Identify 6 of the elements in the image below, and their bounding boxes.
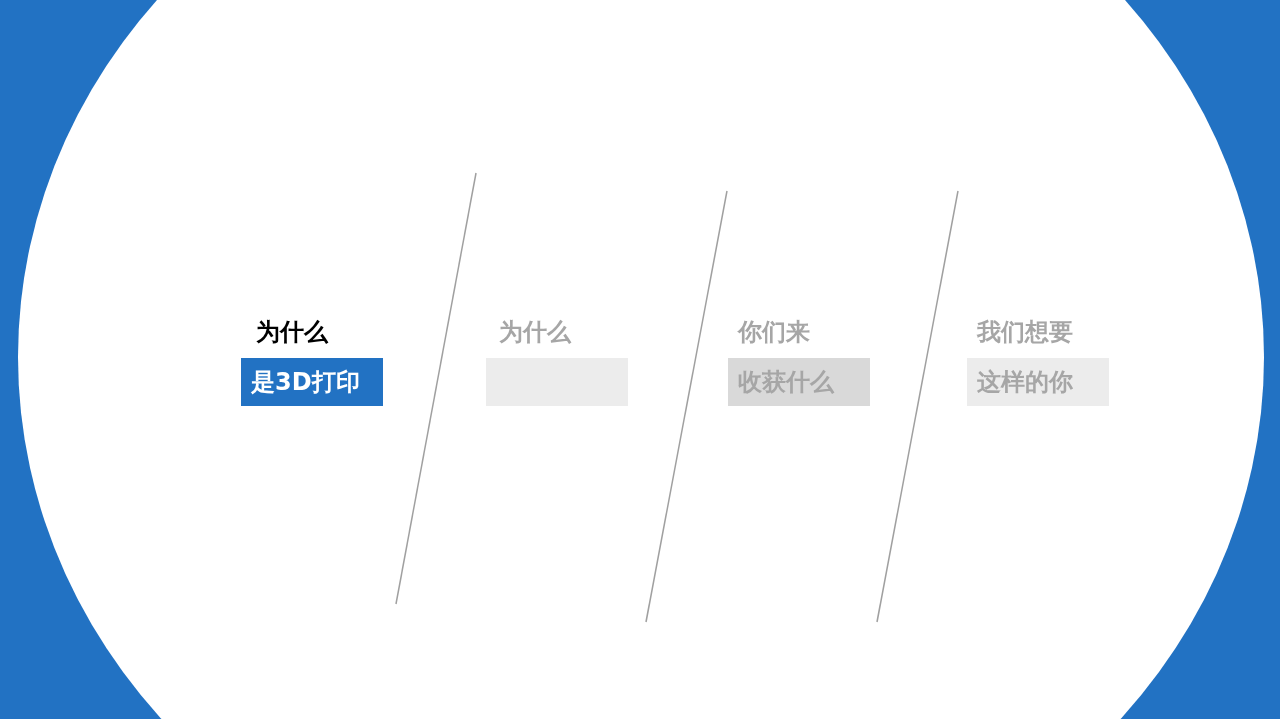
section-heading: 为什么: [256, 317, 328, 347]
section-heading: 你们来: [738, 317, 810, 347]
section-title: 是3D打印: [251, 367, 360, 397]
section-heading: 为什么: [499, 317, 571, 347]
section-title: 这样的你: [977, 367, 1073, 397]
section-heading: 我们想要: [977, 317, 1073, 347]
